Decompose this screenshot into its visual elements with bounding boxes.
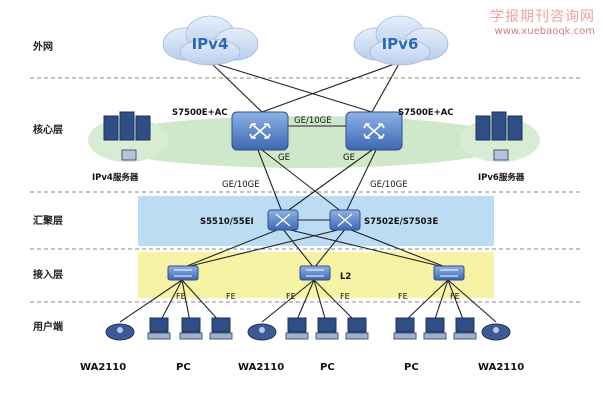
watermark-name: 学报期刊咨询网 <box>490 9 595 25</box>
server-rack-icon <box>475 111 523 161</box>
aggregation-switch-right-label: S7502E/S7503E <box>364 217 438 227</box>
ipv6-server-label: IPv6服务器 <box>478 172 525 183</box>
fe-label-5: FE <box>398 292 408 301</box>
pc-icon <box>315 317 339 340</box>
link-label-ge-right: GE <box>343 153 355 163</box>
link-label-ge10ge-right: GE/10GE <box>370 180 408 190</box>
layer-label-user: 用户端 <box>32 320 63 333</box>
fe-label-6: FE <box>450 292 460 301</box>
pc-icon <box>209 317 233 340</box>
switch-arrows-icon <box>174 269 192 277</box>
router-arrows-icon <box>249 123 271 139</box>
pc-icon <box>393 317 417 340</box>
layer-label-core: 核心层 <box>33 123 63 136</box>
end-device-label-pc3: PC <box>404 362 419 373</box>
router-arrows-icon <box>363 123 385 139</box>
core-ellipse <box>95 116 515 168</box>
fe-label-1: FE <box>176 292 186 301</box>
access-switch-mid-label: L2 <box>340 272 351 282</box>
core-switch-right <box>345 111 403 151</box>
end-device-label-pc1: PC <box>176 362 191 373</box>
core-link-label: GE/10GE <box>294 116 332 126</box>
ipv4-server <box>103 111 151 161</box>
links <box>119 61 497 323</box>
pc-icon <box>453 317 477 340</box>
layer-label-access: 接入层 <box>33 268 63 281</box>
aggregation-switch-left <box>267 209 299 231</box>
cloud-ipv4: IPv4 <box>162 15 259 66</box>
ipv4-server-label: IPv4服务器 <box>92 172 139 183</box>
fe-label-2: FE <box>226 292 236 301</box>
server-rack-icon <box>103 111 151 161</box>
pc-icon <box>285 317 309 340</box>
access-point-icon <box>481 323 511 341</box>
switch-arrows-icon <box>440 269 458 277</box>
aggregation-band <box>138 196 494 246</box>
core-switch-left-label: S7500E+AC <box>172 108 228 118</box>
pc-icon <box>345 317 369 340</box>
pc-icon <box>423 317 447 340</box>
end-device-label-wa1: WA2110 <box>80 362 126 373</box>
watermark-url: www.xuebaoqk.com <box>494 26 595 37</box>
ipv6-server <box>475 111 523 161</box>
access-point-icon <box>105 323 135 341</box>
layer-label-aggregation: 汇聚层 <box>33 214 63 227</box>
access-point-icon <box>247 323 277 341</box>
switch-arrows-icon <box>337 213 353 227</box>
link-label-ge-left: GE <box>278 153 290 163</box>
switch-arrows-icon <box>306 269 324 277</box>
fe-label-4: FE <box>340 292 350 301</box>
cloud-ipv4-label: IPv4 <box>192 35 229 53</box>
cloud-ipv6-label: IPv6 <box>382 35 419 53</box>
layer-label-external: 外网 <box>32 40 53 53</box>
cloud-ipv6: IPv6 <box>353 15 449 66</box>
access-switch-left <box>167 265 199 281</box>
pc-icon <box>179 317 203 340</box>
access-switch-right <box>433 265 465 281</box>
end-device-label-wa3: WA2110 <box>478 362 524 373</box>
link-label-ge10ge-left: GE/10GE <box>222 180 260 190</box>
core-switch-right-label: S7500E+AC <box>398 108 454 118</box>
end-device-label-pc2: PC <box>320 362 335 373</box>
pc-icon <box>147 317 171 340</box>
aggregation-switch-right <box>329 209 361 231</box>
fe-label-3: FE <box>286 292 296 301</box>
end-device-label-wa2: WA2110 <box>238 362 284 373</box>
access-switch-mid <box>299 265 331 281</box>
aggregation-switch-left-label: S5510/55EI <box>200 217 254 227</box>
switch-arrows-icon <box>275 213 291 227</box>
core-switch-left <box>231 111 289 151</box>
